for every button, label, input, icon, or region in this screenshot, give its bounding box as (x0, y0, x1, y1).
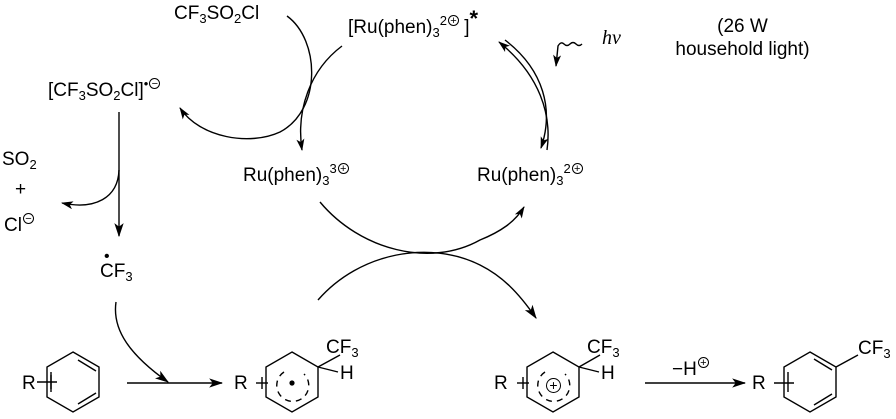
positive-charge-icon: + (546, 378, 561, 393)
product-cf3: CF3 (858, 338, 891, 361)
radical-adduct-cf3: CF3 (326, 337, 359, 360)
arrow-radical-to-cation (317, 251, 537, 319)
arrow-excited-to-ruii (504, 39, 549, 149)
negative-charge-icon: − (22, 213, 34, 225)
product-ring (774, 351, 859, 413)
cation-charge: + (546, 375, 561, 394)
positive-charge-icon: + (697, 357, 709, 369)
cation-adduct-cf3: CF3 (587, 337, 620, 360)
so2-label: SO2 (2, 149, 37, 172)
light-source-line2: household light) (675, 39, 810, 60)
product-r-group: R (752, 373, 766, 394)
excited-star: * (469, 6, 479, 31)
arrow-reagent-to-radical-anion (179, 15, 313, 140)
arrow-excited-to-ruiii (296, 45, 343, 151)
plus-sign: + (15, 179, 27, 200)
radical-anion-label: [CF3SO2Cl]•− (48, 77, 161, 102)
light-source-line1: (26 W (717, 16, 768, 37)
arrow-ruiii-to-ruii (319, 201, 525, 254)
ru-iii-label: Ru(phen)33+ (243, 162, 349, 187)
radical-dot: • (104, 248, 110, 265)
negative-charge-icon: − (149, 78, 161, 90)
positive-charge-icon: + (571, 163, 583, 175)
radical-adduct-ring (256, 351, 341, 413)
cation-adduct-r-group: R (494, 373, 508, 394)
chloride-label: Cl− (4, 213, 34, 235)
radical-adduct-h: H (340, 363, 354, 384)
arrow-cf3-addition (114, 301, 169, 383)
cation-adduct-h: H (601, 363, 615, 384)
deprotonation-label: −H+ (672, 357, 709, 379)
positive-charge-icon: + (447, 15, 459, 27)
light-squiggle-arrow (553, 41, 583, 67)
ru-ii-label: Ru(phen)32+ (477, 162, 583, 187)
arrow-loss-so2-cl (61, 169, 120, 210)
arene-ring (37, 351, 100, 413)
reagent-cf3so2cl: CF3SO2Cl (174, 3, 260, 26)
cation-adduct-ring (517, 351, 601, 413)
cf3-radical-label: •CF3 (100, 248, 133, 284)
arene-r-group: R (22, 373, 36, 394)
radical-adduct-r-group: R (234, 373, 248, 394)
positive-charge-icon: + (337, 163, 349, 175)
ru-excited-label: [Ru(phen)32+ ]* (348, 6, 479, 40)
hv-label: hν (602, 27, 621, 49)
